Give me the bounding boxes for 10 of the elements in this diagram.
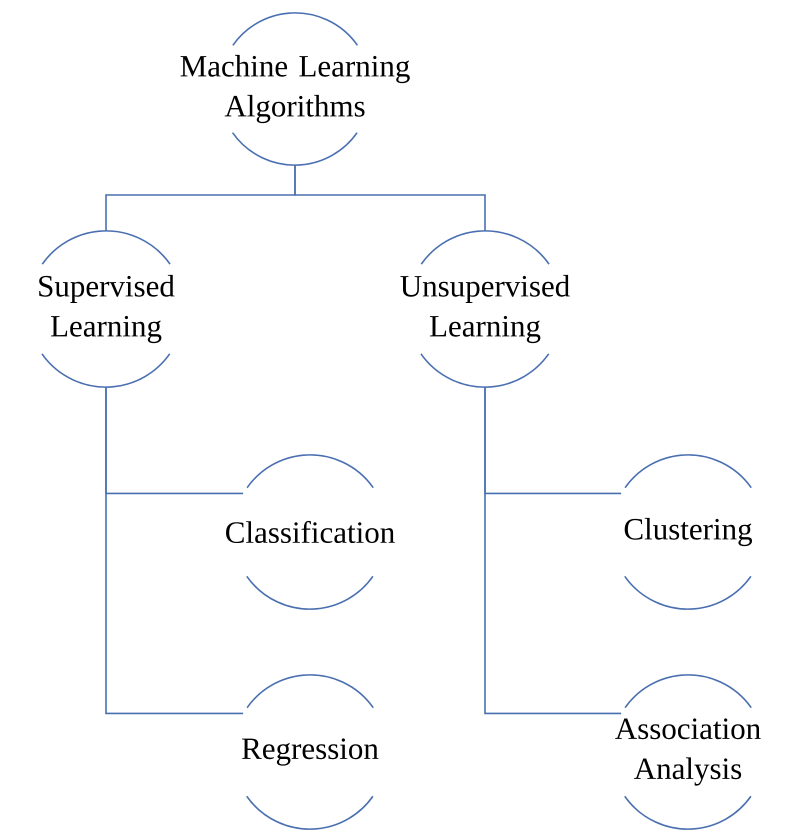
circle-node: Supervised Learning	[39, 230, 174, 388]
circle-node: Classification	[226, 454, 395, 610]
connector-line	[294, 165, 486, 231]
circle-node: Association Analysis	[615, 674, 761, 830]
circle-node: Machine Learning Algorithms	[180, 12, 410, 166]
circle-node: Unsupervised Learning	[400, 230, 570, 388]
circle-node: Regression	[242, 674, 378, 830]
connector-line	[105, 387, 244, 714]
connector-line	[484, 387, 622, 714]
circle-node: Clustering	[624, 454, 752, 610]
